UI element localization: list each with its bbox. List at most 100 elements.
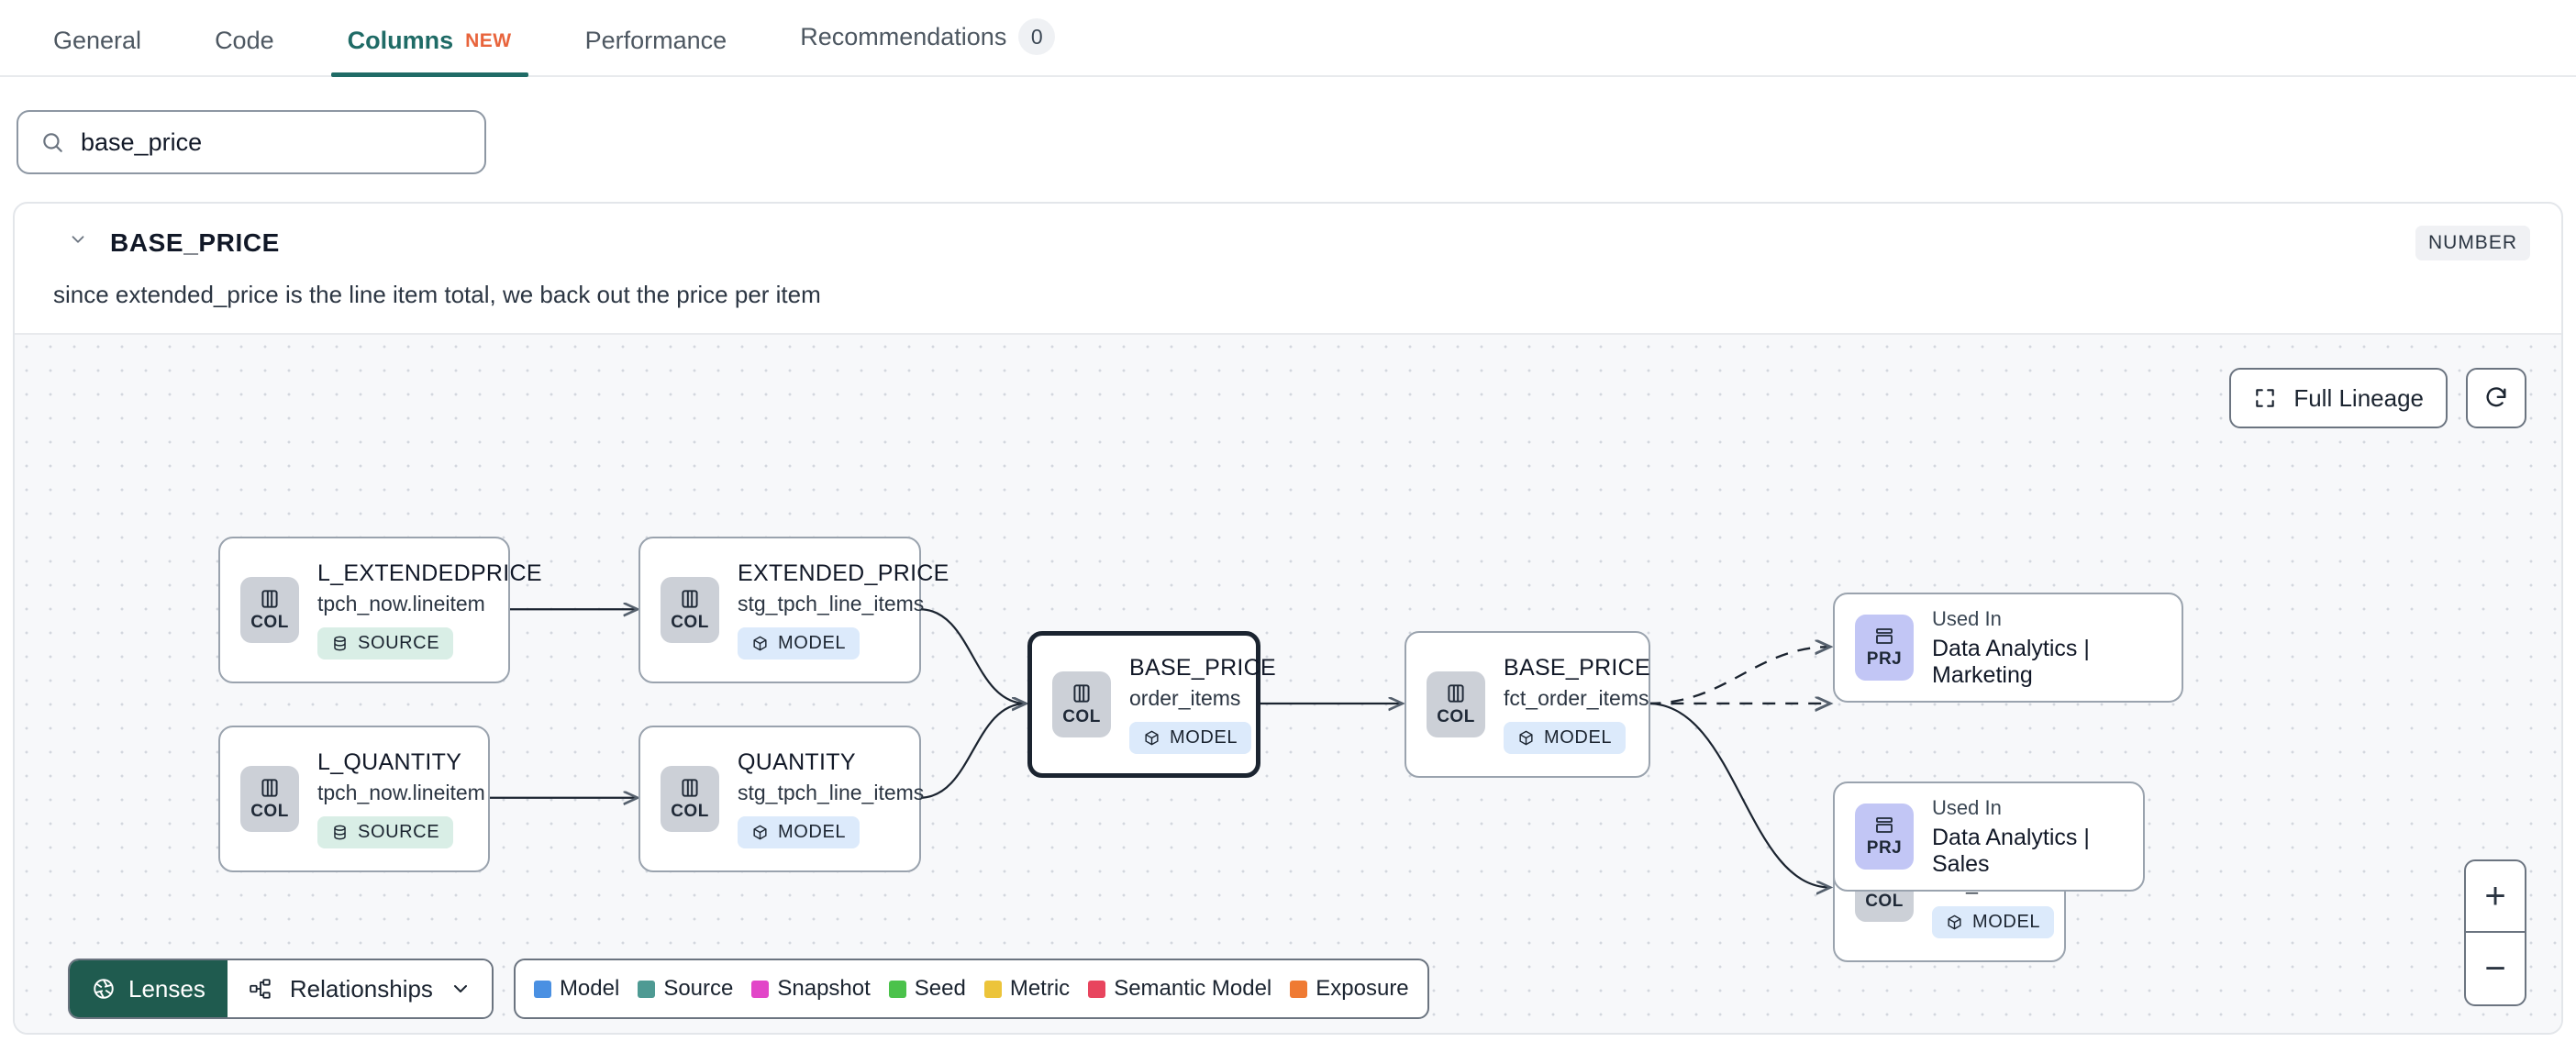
lineage-node[interactable]: COL QUANTITY stg_tpch_line_items MODEL: [638, 726, 924, 872]
legend-swatch: [1290, 980, 1308, 998]
legend-swatch: [888, 980, 906, 998]
node-title: QUANTITY: [738, 749, 856, 775]
lenses-button[interactable]: Lenses: [70, 960, 228, 1017]
column-card: BASE_PRICE NUMBER since extended_price i…: [13, 202, 2563, 1035]
zoom-controls: + −: [2464, 859, 2526, 1006]
relationships-icon: [248, 977, 273, 1001]
lineage-node-selected[interactable]: COL BASE_PRICE order_items MODEL: [1027, 631, 1276, 778]
node-pill-model: MODEL: [738, 627, 861, 660]
canvas-bottom-bar: Lenses Relationships: [68, 959, 1429, 1019]
lineage-node-project[interactable]: PRJ Used In Data Analytics | Sales: [1833, 781, 2145, 892]
legend-swatch: [751, 980, 770, 998]
cube-icon: [1519, 730, 1533, 746]
col-badge-label: COL: [250, 613, 289, 632]
legend-swatch: [638, 980, 656, 998]
legend-item-exposure: Exposure: [1290, 976, 1409, 1002]
full-lineage-label: Full Lineage: [2293, 383, 2424, 412]
lineage-legend: Model Source Snapshot Seed Metric: [513, 959, 1429, 1019]
used-in-label: Used In: [1932, 795, 2002, 819]
tab-code[interactable]: Code: [215, 27, 274, 75]
col-badge-label: COL: [1062, 707, 1101, 726]
lineage-node[interactable]: COL L_EXTENDEDPRICE tpch_now.lineitem SO…: [218, 537, 542, 683]
node-pill-label: SOURCE: [358, 633, 440, 653]
lineage-node-project[interactable]: PRJ Used In Data Analytics | Marketing: [1833, 593, 2183, 703]
col-badge-label: COL: [250, 802, 289, 821]
database-icon: [334, 825, 346, 840]
archive-icon: [1876, 817, 1893, 833]
search-value: base_price: [81, 127, 203, 156]
chevron-down-icon[interactable]: [68, 229, 88, 254]
node-title: L_EXTENDEDPRICE: [317, 560, 542, 586]
tab-new-badge: NEW: [465, 29, 512, 51]
legend-label: Exposure: [1316, 976, 1409, 1001]
node-pill-label: MODEL: [778, 633, 847, 653]
legend-label: Seed: [914, 976, 966, 1001]
node-title: L_QUANTITY: [317, 749, 462, 775]
node-pill-model: MODEL: [1504, 722, 1627, 754]
node-pill-model: MODEL: [1932, 906, 2055, 938]
database-icon: [334, 636, 346, 651]
node-pill-model: MODEL: [1129, 722, 1252, 754]
legend-item-seed: Seed: [888, 976, 966, 1002]
search-area: base_price: [0, 77, 2576, 202]
tab-recommendations[interactable]: Recommendations 0: [800, 18, 1056, 75]
node-subtitle: fct_order_items: [1504, 686, 1649, 710]
col-badge-label: COL: [1437, 707, 1475, 726]
node-subtitle: tpch_now.lineitem: [317, 781, 485, 804]
col-type-badge: COL: [240, 577, 299, 643]
node-pill-label: MODEL: [1544, 727, 1613, 748]
canvas-actions: Full Lineage: [2229, 368, 2526, 428]
expand-icon: [2253, 386, 2277, 410]
legend-item-semantic-model: Semantic Model: [1088, 976, 1271, 1002]
refresh-icon: [2483, 385, 2509, 411]
legend-item-source: Source: [638, 976, 733, 1002]
lineage-node[interactable]: COL L_QUANTITY tpch_now.lineitem SOURCE: [218, 726, 490, 872]
node-pill-model: MODEL: [738, 816, 861, 848]
col-type-badge: COL: [1052, 671, 1111, 737]
node-title: BASE_PRICE: [1129, 655, 1277, 681]
tab-label: Performance: [584, 27, 727, 54]
tab-performance[interactable]: Performance: [585, 27, 727, 75]
zoom-out-button[interactable]: −: [2484, 948, 2506, 989]
node-pill-label: MODEL: [1972, 912, 2041, 932]
col-type-badge: COL: [240, 766, 299, 832]
col-badge-label: COL: [1865, 892, 1904, 911]
prj-type-badge: PRJ: [1855, 615, 1914, 681]
aperture-icon: [92, 977, 116, 1001]
legend-swatch: [1088, 980, 1106, 998]
tab-bar: General Code Columns NEW Performance Rec…: [0, 0, 2576, 77]
tab-label: General: [53, 27, 142, 54]
tab-label: Recommendations: [800, 22, 1007, 50]
node-pill-label: MODEL: [1170, 727, 1238, 748]
lenses-label: Lenses: [128, 974, 205, 1003]
lineage-canvas[interactable]: COL L_EXTENDEDPRICE tpch_now.lineitem SO…: [15, 333, 2561, 1035]
col-type-badge: COL: [1427, 671, 1485, 737]
refresh-button[interactable]: [2466, 368, 2526, 428]
node-title: EXTENDED_PRICE: [738, 560, 949, 586]
tab-general[interactable]: General: [53, 27, 141, 75]
used-in-label: Used In: [1932, 606, 2002, 630]
tab-columns[interactable]: Columns NEW: [330, 27, 528, 77]
lineage-node[interactable]: COL BASE_PRICE fct_order_items MODEL: [1405, 631, 1650, 778]
node-subtitle: order_items: [1129, 686, 1241, 710]
relationships-label: Relationships: [289, 974, 433, 1003]
legend-swatch: [533, 980, 551, 998]
lineage-node[interactable]: COL EXTENDED_PRICE stg_tpch_line_items M…: [638, 537, 949, 683]
col-type-badge: COL: [661, 577, 719, 643]
column-header: BASE_PRICE NUMBER: [15, 204, 2561, 260]
full-lineage-button[interactable]: Full Lineage: [2229, 368, 2448, 428]
zoom-in-button[interactable]: +: [2466, 861, 2525, 933]
node-title: BASE_PRICE: [1504, 655, 1651, 681]
search-input[interactable]: base_price: [17, 110, 486, 174]
search-icon: [40, 130, 64, 154]
prj-badge-label: PRJ: [1866, 838, 1903, 858]
tab-label: Code: [215, 27, 274, 54]
cube-icon: [753, 825, 767, 840]
node-subtitle: stg_tpch_line_items: [738, 592, 925, 615]
column-description: since extended_price is the line item to…: [53, 281, 821, 308]
column-type-badge: NUMBER: [2415, 226, 2530, 260]
tab-label: Columns: [347, 27, 454, 54]
col-badge-label: COL: [671, 613, 709, 632]
relationships-dropdown[interactable]: Relationships: [227, 960, 492, 1017]
lineage-edges: [489, 335, 2561, 1035]
